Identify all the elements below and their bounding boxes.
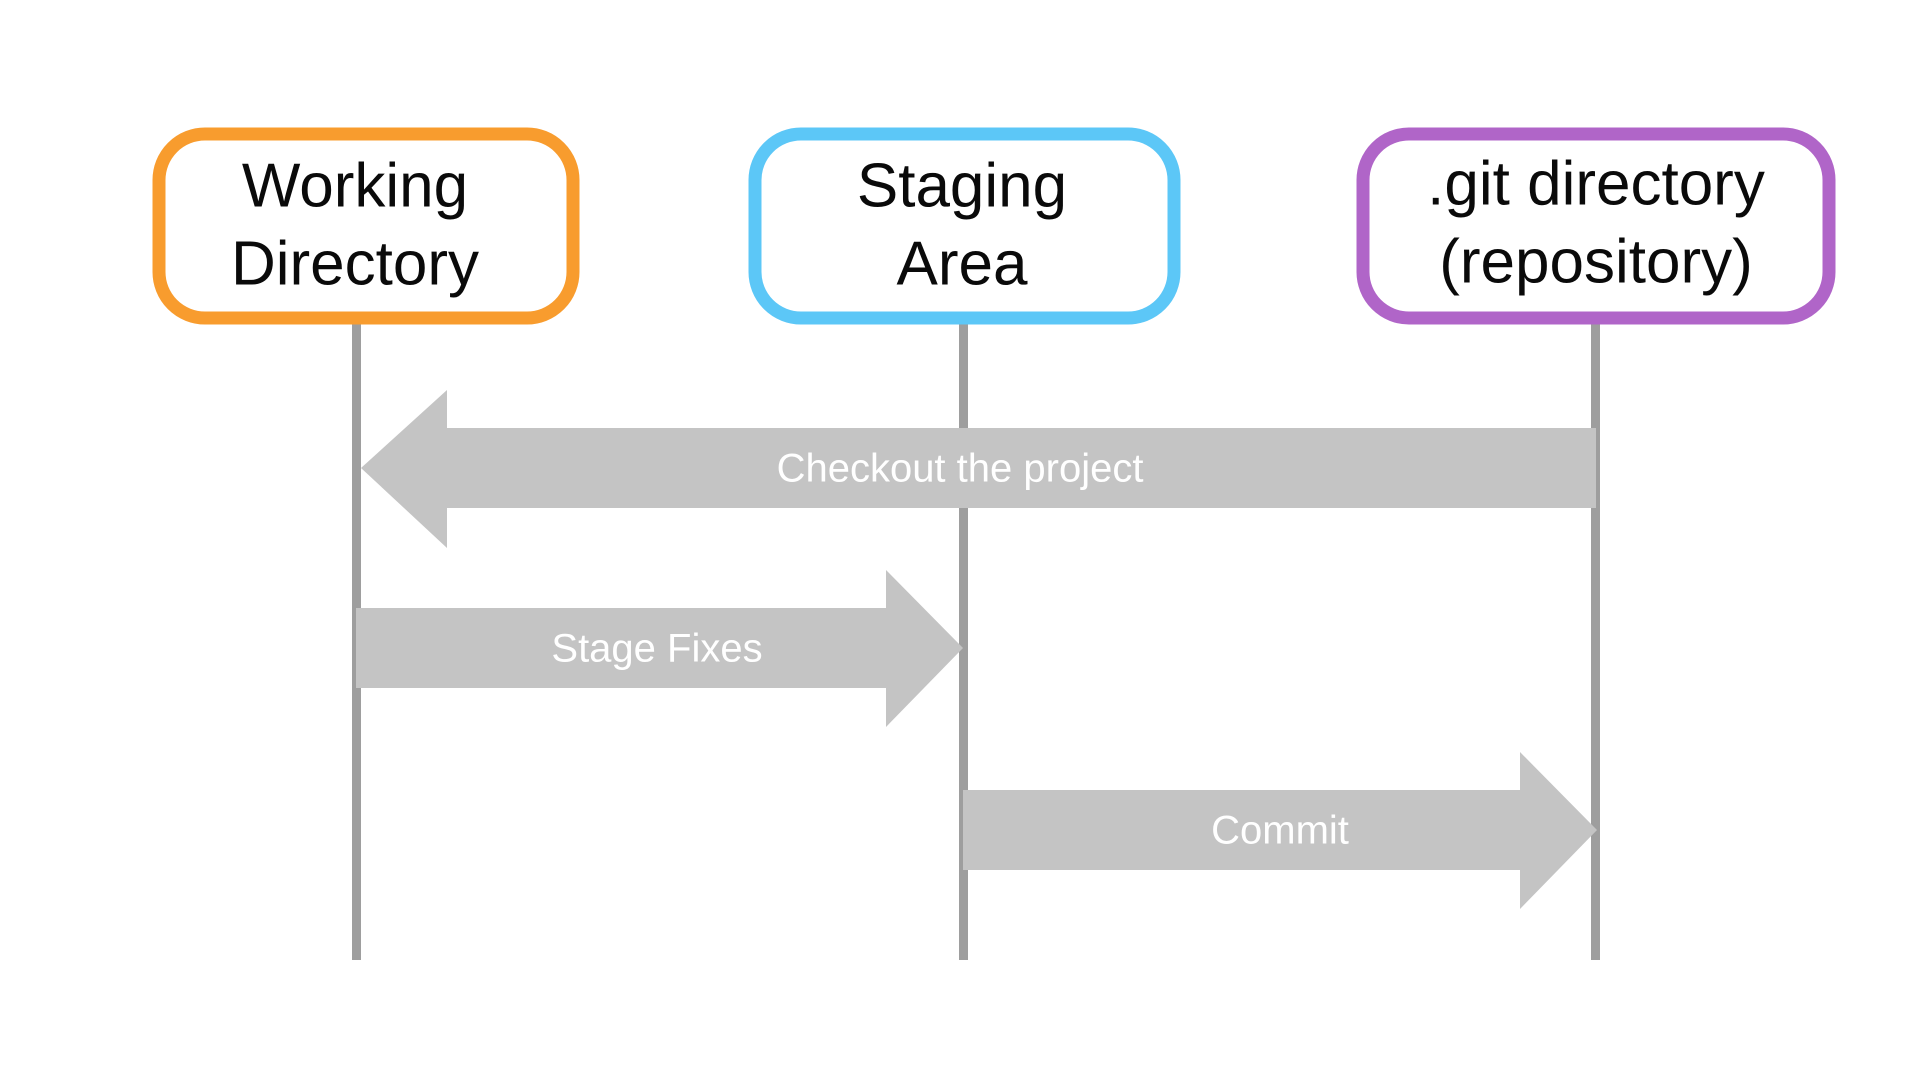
node-staging-area-label-line2: Area bbox=[897, 229, 1028, 298]
node-git-directory[interactable]: .git directory (repository) bbox=[1356, 127, 1836, 325]
node-staging-area[interactable]: Staging Area bbox=[748, 127, 1181, 325]
node-git-directory-label-line1: .git directory bbox=[1427, 149, 1765, 218]
arrow-commit-label: Commit bbox=[1211, 809, 1349, 853]
arrow-stage-fixes-shape bbox=[356, 570, 963, 727]
arrow-stage-fixes[interactable]: Stage Fixes bbox=[356, 570, 963, 727]
lifeline-staging-area bbox=[959, 300, 968, 960]
node-working-directory-box bbox=[152, 127, 580, 325]
arrow-commit-shape bbox=[963, 752, 1597, 909]
node-working-directory-label-line2: Directory bbox=[231, 229, 479, 298]
node-staging-area-box bbox=[748, 127, 1181, 325]
arrow-checkout-shape bbox=[361, 390, 1596, 548]
arrow-commit[interactable]: Commit bbox=[963, 752, 1597, 909]
arrow-checkout-label: Checkout the project bbox=[777, 447, 1144, 491]
lifeline-git-directory bbox=[1591, 300, 1600, 960]
node-git-directory-label-line2: (repository) bbox=[1439, 227, 1753, 296]
node-working-directory-label-line1: Working bbox=[242, 151, 468, 220]
node-working-directory[interactable]: Working Directory bbox=[152, 127, 580, 325]
node-staging-area-label-line1: Staging bbox=[857, 151, 1067, 220]
node-git-directory-box bbox=[1356, 127, 1836, 325]
arrow-checkout[interactable]: Checkout the project bbox=[361, 390, 1596, 548]
arrow-stage-fixes-label: Stage Fixes bbox=[551, 627, 762, 671]
